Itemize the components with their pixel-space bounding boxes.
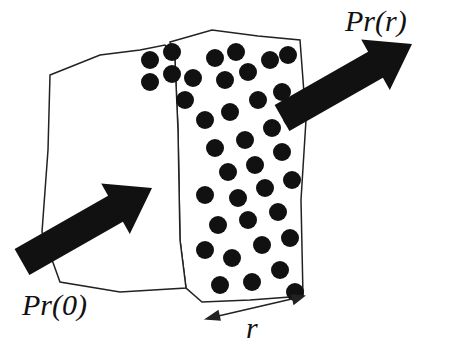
thickness-label: r: [246, 313, 258, 343]
particle: [227, 43, 245, 61]
particle: [184, 69, 202, 87]
particle: [256, 179, 274, 197]
particle: [209, 216, 227, 234]
particle: [219, 163, 237, 181]
particle: [221, 103, 239, 121]
particle: [163, 65, 181, 83]
particle: [273, 143, 291, 161]
particle: [176, 91, 194, 109]
particle: [196, 241, 214, 259]
particle: [281, 229, 299, 247]
particle: [163, 43, 181, 61]
particle: [206, 139, 224, 157]
input-power-label: Pr(0): [22, 290, 87, 320]
particle: [239, 63, 257, 81]
particle: [253, 236, 271, 254]
particle: [141, 73, 159, 91]
particles: [141, 43, 304, 301]
particle: [246, 156, 264, 174]
particle: [211, 276, 229, 294]
particle: [283, 171, 301, 189]
particle: [216, 71, 234, 89]
particle: [261, 51, 279, 69]
particle: [243, 273, 261, 291]
particle: [223, 249, 241, 267]
exit-face: [170, 30, 306, 302]
particle: [239, 211, 257, 229]
particle: [206, 49, 224, 67]
particle: [263, 119, 281, 137]
particle: [141, 51, 159, 69]
particle: [249, 91, 267, 109]
output-power-label: Pr(r): [345, 6, 407, 36]
particle: [271, 261, 289, 279]
particle: [196, 186, 214, 204]
beam-arrows: [15, 40, 412, 275]
particle: [269, 203, 287, 221]
particle: [279, 46, 297, 64]
particle: [229, 189, 247, 207]
particle: [236, 131, 254, 149]
particle: [196, 111, 214, 129]
beam-arrow: [275, 40, 412, 131]
beam-arrow: [15, 184, 152, 275]
